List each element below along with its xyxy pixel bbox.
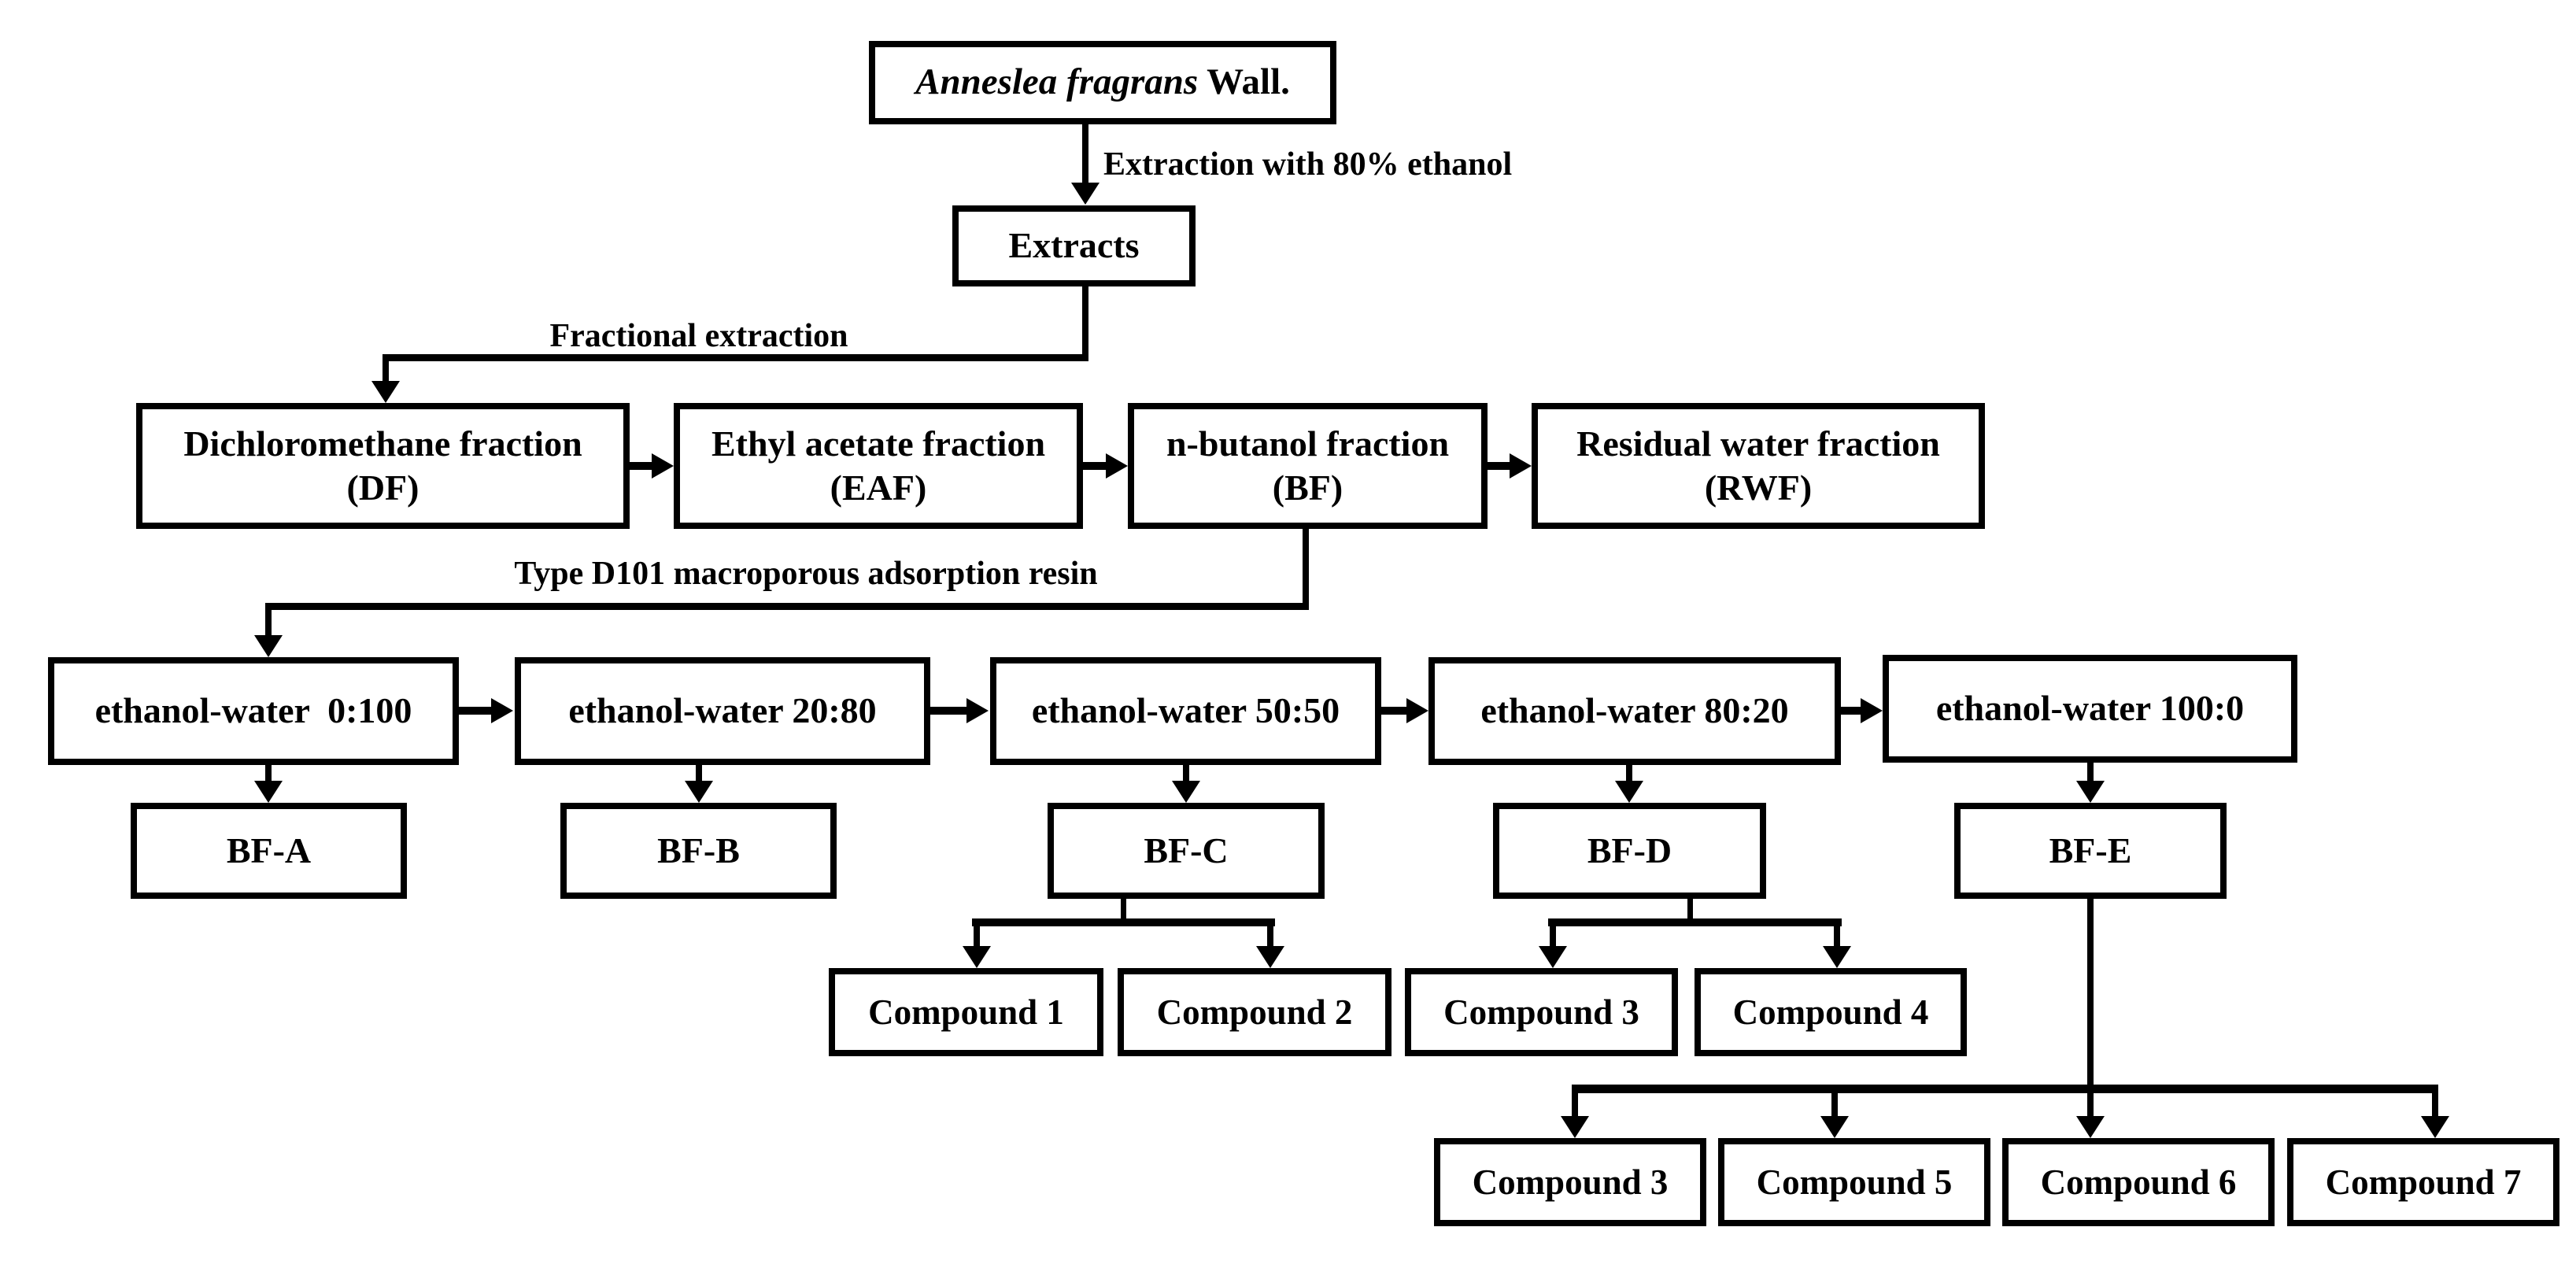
node-bf-e: BF-E: [1954, 803, 2227, 899]
connector-bfc-to-c1-shaft: [974, 926, 980, 946]
connector-bf-to-rwf-shaft: [1488, 462, 1510, 470]
connector-fractional-drop-line: [383, 361, 389, 381]
connector-ew2-to-ew3-shaft: [930, 707, 966, 715]
plant-author-name: Wall.: [1198, 61, 1290, 103]
connector-bfe-split-bar: [1572, 1085, 2438, 1093]
connector-bfd-to-c3-shaft: [1550, 926, 1556, 946]
connector-resin-horizontal-line: [265, 603, 1309, 610]
arrowhead-ew2-to-ew3: [966, 698, 989, 723]
node-bf-a: BF-A: [131, 803, 407, 899]
arrowhead-ew4-to-ew5: [1861, 698, 1883, 723]
arrowhead-ew3-to-bfc: [1172, 781, 1200, 803]
connector-extracts-down-line: [1082, 286, 1088, 354]
connector-bfd-down-line: [1687, 899, 1693, 922]
arrowhead-bf-to-rwf: [1510, 453, 1532, 479]
connector-ew4-to-bfd-shaft: [1626, 764, 1632, 781]
label-d101-resin: Type D101 macroporous adsorption resin: [514, 556, 1098, 592]
arrowhead-bfc-to-c2: [1256, 946, 1284, 968]
node-compound-7: Compound 7: [2287, 1138, 2559, 1226]
connector-bfe-down-line: [2087, 899, 2094, 1116]
node-ethanol-water-0-100: ethanol-water 0:100: [48, 657, 459, 765]
connector-bfe-to-c3b-shaft: [1572, 1093, 1578, 1116]
connector-bfd-split-bar: [1548, 918, 1842, 926]
connector-ew1-to-ew2-shaft: [459, 707, 491, 715]
plant-species-name: Anneslea fragrans: [915, 61, 1199, 103]
node-n-butanol-fraction: n-butanol fraction (BF): [1128, 403, 1488, 529]
connector-ew4-to-ew5-shaft: [1841, 707, 1861, 715]
arrowhead-ew4-to-bfd: [1615, 781, 1643, 803]
arrowhead-source-to-extracts: [1071, 183, 1100, 205]
arrowhead-ew3-to-ew4: [1406, 698, 1428, 723]
connector-ew3-to-bfc-shaft: [1183, 764, 1189, 781]
connector-bfd-to-c4-shaft: [1834, 926, 1840, 946]
node-compound-1: Compound 1: [829, 968, 1103, 1056]
arrowhead-df-to-eaf: [652, 453, 674, 479]
node-compound-4: Compound 4: [1695, 968, 1967, 1056]
node-compound-6: Compound 6: [2002, 1138, 2275, 1226]
node-ethanol-water-80-20: ethanol-water 80:20: [1428, 657, 1841, 765]
label-fractional-extraction: Fractional extraction: [549, 318, 848, 354]
node-ethyl-acetate-fraction: Ethyl acetate fraction (EAF): [674, 403, 1083, 529]
label-extraction-ethanol: Extraction with 80% ethanol: [1103, 146, 1513, 183]
node-compound-3: Compound 3: [1405, 968, 1678, 1056]
arrowhead-bfc-to-c1: [963, 946, 991, 968]
arrowhead-bfe-to-c3b: [1561, 1116, 1589, 1138]
connector-bfe-to-c5-shaft: [1831, 1093, 1838, 1116]
connector-ew3-to-ew4-shaft: [1381, 707, 1406, 715]
connector-fractional-horizontal-line: [383, 354, 1088, 361]
node-ethanol-water-100-0: ethanol-water 100:0: [1883, 655, 2297, 763]
node-compound-3b: Compound 3: [1434, 1138, 1706, 1226]
arrowhead-ew1-to-ew2: [491, 698, 513, 723]
arrowhead-to-ew1: [254, 635, 283, 657]
node-dichloromethane-fraction: Dichloromethane fraction (DF): [136, 403, 630, 529]
connector-bfe-to-c7-shaft: [2432, 1093, 2438, 1116]
connector-bfc-to-c2-shaft: [1267, 926, 1273, 946]
arrowhead-bfd-to-c4: [1823, 946, 1851, 968]
connector-ew5-to-bfe-shaft: [2087, 763, 2094, 781]
node-ethanol-water-50-50: ethanol-water 50:50: [990, 657, 1381, 765]
arrowhead-bfe-to-c6: [2076, 1116, 2105, 1138]
arrowhead-bfe-to-c7: [2421, 1116, 2449, 1138]
node-extracts: Extracts: [952, 205, 1196, 286]
node-plant-source: Anneslea fragrans Wall.: [869, 41, 1336, 124]
connector-bfc-down-line: [1121, 899, 1126, 922]
node-compound-2: Compound 2: [1118, 968, 1391, 1056]
connector-eaf-to-bf-shaft: [1083, 462, 1106, 470]
connector-resin-drop-line: [265, 610, 272, 635]
connector-df-to-eaf-shaft: [630, 462, 652, 470]
connector-ew1-to-bfa-shaft: [265, 764, 272, 781]
connector-bf-down-line: [1303, 529, 1309, 609]
connector-ew2-to-bfb-shaft: [696, 764, 702, 781]
arrowhead-bfd-to-c3: [1539, 946, 1567, 968]
node-bf-b: BF-B: [560, 803, 837, 899]
node-residual-water-fraction: Residual water fraction (RWF): [1532, 403, 1985, 529]
arrowhead-ew1-to-bfa: [254, 781, 283, 803]
arrowhead-eaf-to-bf: [1106, 453, 1128, 479]
arrowhead-bfe-to-c5: [1820, 1116, 1849, 1138]
arrowhead-ew5-to-bfe: [2076, 781, 2105, 803]
arrowhead-to-df: [371, 381, 400, 403]
node-compound-5: Compound 5: [1718, 1138, 1990, 1226]
node-ethanol-water-20-80: ethanol-water 20:80: [515, 657, 930, 765]
node-bf-c: BF-C: [1048, 803, 1325, 899]
arrowhead-ew2-to-bfb: [685, 781, 713, 803]
connector-bfc-split-bar: [972, 918, 1275, 926]
node-bf-d: BF-D: [1493, 803, 1766, 899]
connector-source-to-extracts-line: [1082, 124, 1088, 183]
